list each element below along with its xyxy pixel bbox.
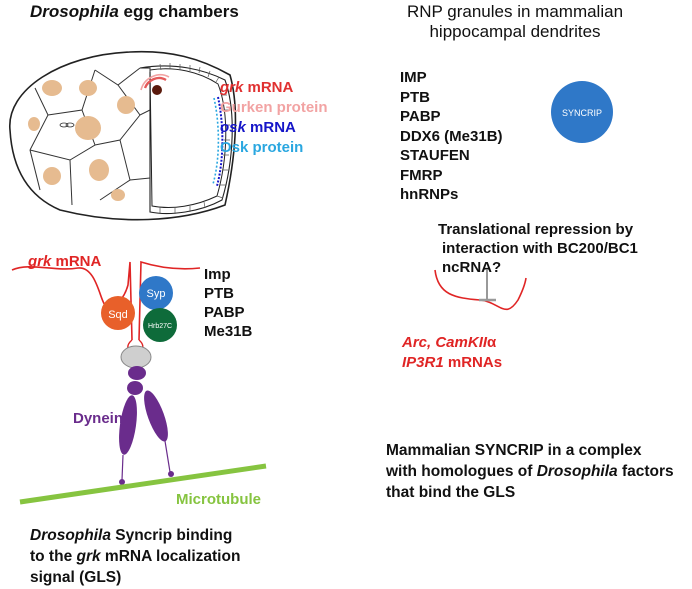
grk-mrna-label: grk mRNA [28,253,102,270]
mammal-factor-list: IMP PTB PABP DDX6 (Me31B) STAUFEN FMRP h… [400,68,503,205]
dynein-label: Dynein [73,410,124,427]
legend-grk-mrna: grk mRNA [220,79,294,96]
fly-factor-list: Imp PTB PABP Me31B [204,265,252,341]
fly-factor: Me31B [204,323,253,340]
repression-text: Translational repression by interaction … [438,221,638,276]
left-caption: Drosophila Syncrip binding to the grk mR… [30,527,241,586]
adapter-protein [120,345,152,369]
mammal-factor: FMRP [400,166,443,184]
mammalian-mrna [434,269,527,311]
syp-label: Syp [147,288,166,300]
sqd-protein [101,296,135,330]
mammal-factor: IMP [400,69,427,86]
hrb27c-label: Hrb27C [148,323,172,330]
fly-factor: PTB [204,285,234,302]
grk-mrna-strand [11,260,201,341]
fly-factor: Imp [204,266,231,283]
mammal-factor: PABP [400,108,441,125]
legend-osk-protein: Osk protein [220,139,304,156]
legend-gurken-protein: Gurken protein [220,99,328,116]
microtubule-label: Microtubule [176,491,261,508]
mammal-factor: DDX6 (Me31B) [400,127,503,145]
egg-legend: grk mRNA Gurken protein osk mRNA Osk pro… [220,78,328,158]
mammal-mrnas-label: Arc, CamKIIα IP3R1 mRNAs [402,334,503,371]
microtubule [19,463,267,505]
right-caption: Mammalian SYNCRIP in a complex with homo… [386,442,674,501]
syncrip-protein [551,81,613,143]
mammal-factor: PTB [400,88,430,106]
syp-protein [139,276,173,310]
left-title: Drosophila egg chambers [30,2,239,21]
mammal-factor: STAUFEN [400,147,470,164]
right-title: RNP granules in mammalian hippocampal de… [406,2,624,41]
mammal-factor: hnRNPs [400,186,459,203]
hrb27c-protein [143,308,177,342]
sqd-label: Sqd [108,309,128,321]
legend-osk-mrna: osk mRNA [220,119,296,136]
fly-factor: PABP [204,304,245,321]
syncrip-label: SYNCRIP [562,108,602,118]
nurse-cell-nuclei [28,80,135,201]
dynein-motor [119,366,174,485]
egg-chamber [9,50,237,221]
